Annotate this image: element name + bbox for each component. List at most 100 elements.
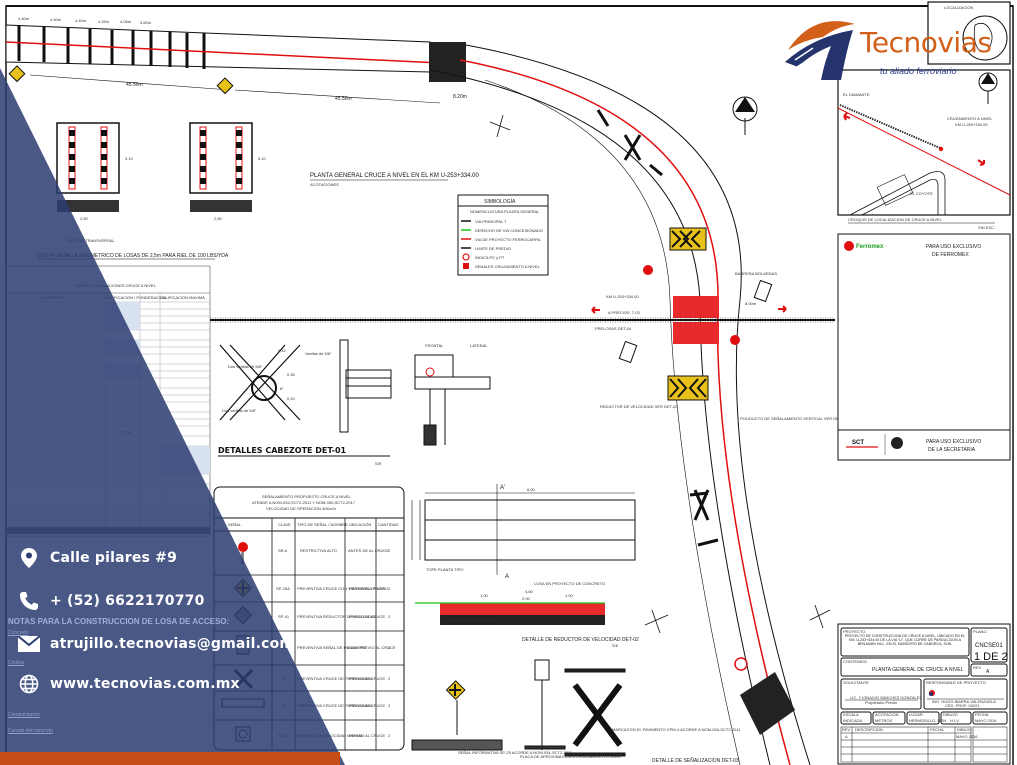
svg-text:3,10: 3,10 bbox=[125, 156, 134, 161]
notes-section: Compactación bbox=[8, 712, 40, 718]
svg-text:PRELOSAS DET-04: PRELOSAS DET-04 bbox=[595, 326, 632, 331]
slab-detail-title: DET-04 DETALLE GEOMETRICO DE LOSAS DE 2,… bbox=[38, 253, 229, 259]
legend-item: SENALES CRUZAMIENTO A NIVEL bbox=[463, 263, 541, 269]
svg-text:RESTRICTIVA ALTO: RESTRICTIVA ALTO bbox=[300, 548, 337, 553]
tecnovias-logo-icon bbox=[785, 21, 855, 80]
svg-text:2,50: 2,50 bbox=[214, 216, 223, 221]
svg-text:A 10m PREVIO AL CRUCE: A 10m PREVIO AL CRUCE bbox=[347, 645, 396, 650]
svg-text:SP: SP bbox=[281, 703, 287, 708]
svg-text:VIA PRINCIPAL T: VIA PRINCIPAL T bbox=[475, 219, 507, 224]
notes-title: NOTAS PARA LA CONSTRUCCION DE LOSA DE AC… bbox=[8, 617, 230, 626]
brand-name: Tecnovias bbox=[860, 26, 992, 59]
svg-text:A: A bbox=[845, 734, 848, 739]
speed-limit-sign-icon bbox=[235, 726, 251, 742]
svg-text:PREVIO AL CRUCE: PREVIO AL CRUCE bbox=[349, 703, 385, 708]
svg-text:4,60: 4,60 bbox=[525, 589, 534, 594]
svg-text:Dos varillas de 5/8": Dos varillas de 5/8" bbox=[228, 364, 263, 369]
signal-detail-title: DETALLE DE SEÑALIZACION DET-03 bbox=[652, 757, 739, 764]
svg-text:FECHA: FECHA bbox=[930, 727, 944, 732]
road-curve bbox=[429, 44, 811, 765]
footer-accent-bar bbox=[0, 752, 340, 765]
title-block: PROYECTO PROYECTO DE CONSTRUCCION DE CRU… bbox=[837, 623, 1011, 765]
svg-text:ACOTACIONES: ACOTACIONES bbox=[310, 182, 339, 187]
svg-text:VIA DE PROYECTO FERROCARRIL: VIA DE PROYECTO FERROCARRIL bbox=[475, 237, 542, 242]
svg-text:LATERAL: LATERAL bbox=[470, 343, 488, 348]
svg-text:CALIFICACION / PONDERACION: CALIFICACION / PONDERACION bbox=[105, 295, 166, 300]
svg-text:PLANO: PLANO bbox=[973, 629, 987, 634]
location-sketch-title: CROQUIS DE LOCALIZACION DE CRUCE A NIVEL bbox=[848, 217, 943, 222]
svg-text:REV: REV bbox=[973, 665, 982, 670]
svg-text:PREVIO AL CRUCE: PREVIO AL CRUCE bbox=[349, 586, 385, 591]
svg-text:PREVIO AL CRUCE: PREVIO AL CRUCE bbox=[349, 676, 385, 681]
svg-text:KM U-253+334.00: KM U-253+334.00 bbox=[606, 294, 639, 299]
svg-text:ESCALA: ESCALA bbox=[843, 712, 859, 717]
svg-text:DESCRIPCION: DESCRIPCION bbox=[855, 727, 883, 732]
main-railway: KM U-253+334.00 A PRECIOS. T-03 PRELOSAS… bbox=[210, 271, 848, 421]
svg-text:SEÑALAMIENTO PROPUESTO CRUCE A: SEÑALAMIENTO PROPUESTO CRUCE A NIVEL bbox=[262, 494, 352, 499]
crossing-warning-sign bbox=[216, 77, 234, 95]
svg-text:POLIDUCTO DE SEÑALAMIENTO VERT: POLIDUCTO DE SEÑALAMIENTO VERTICAL VER D… bbox=[740, 416, 848, 421]
svg-text:REDUCTOR DE VELOCIDAD VER DET-: REDUCTOR DE VELOCIDAD VER DET-02 bbox=[600, 404, 678, 409]
svg-text:Dos varillas de 5/8": Dos varillas de 5/8" bbox=[222, 408, 257, 413]
svg-text:ANTES DE AL CRUCE: ANTES DE AL CRUCE bbox=[348, 548, 389, 553]
legend-item: LIMITE DE PREDIO bbox=[461, 246, 511, 251]
legend-item: VIA DE PROYECTO FERROCARRIL bbox=[461, 237, 542, 242]
svg-text:2,00: 2,00 bbox=[522, 596, 531, 601]
notes-section: Concreto bbox=[8, 630, 29, 636]
svg-text:4.25m: 4.25m bbox=[98, 19, 110, 24]
road-top: 45.50m 45.50m 8.20m 4.40m 4.40m 4.40m 4.… bbox=[5, 16, 467, 104]
contact-website[interactable]: www.tecnovias.com.mx bbox=[18, 673, 240, 695]
notes-section: Cimbra bbox=[8, 660, 25, 666]
svg-text:2: 2 bbox=[388, 614, 391, 619]
envelope-icon bbox=[18, 633, 40, 655]
svg-text:8": 8" bbox=[280, 386, 284, 391]
contact-phone[interactable]: + (52) 6622170770 bbox=[18, 590, 205, 612]
brand-tagline: tu aliado ferroviario bbox=[880, 66, 957, 76]
location-sketch: LOCALIZACION EL DIAMANTE EL COYOTE CRUZA… bbox=[837, 1, 1011, 230]
svg-text:SP-25A: SP-25A bbox=[276, 586, 290, 591]
tope-plan-title: TOPE PLANTA TIPO bbox=[426, 567, 463, 572]
contact-email[interactable]: atrujillo.tecnovias@gmail.com bbox=[18, 633, 294, 655]
svg-text:3,10: 3,10 bbox=[258, 156, 267, 161]
svg-text:2: 2 bbox=[388, 733, 391, 738]
north-arrow-icon bbox=[732, 96, 758, 135]
svg-text:BARRERA BOLARDAS: BARRERA BOLARDAS bbox=[735, 271, 777, 276]
legend-item: DERECHO DE VIA CONCESIONADO bbox=[461, 228, 543, 233]
svg-text:LOCALIZACION: LOCALIZACION bbox=[944, 5, 973, 10]
svg-text:PREVIO AL CRUCE: PREVIO AL CRUCE bbox=[349, 733, 385, 738]
svg-text:1,00: 1,00 bbox=[480, 593, 489, 598]
svg-text:MAYO 2016: MAYO 2016 bbox=[975, 718, 997, 723]
svg-text:FECHA: FECHA bbox=[975, 712, 989, 717]
svg-text:LIC. Y IGNACIO SANCHEZ GONZALE: LIC. Y IGNACIO SANCHEZ GONZALEZ bbox=[850, 695, 922, 700]
svg-text:ACOTACION: ACOTACION bbox=[875, 712, 899, 717]
svg-text:SR-6: SR-6 bbox=[278, 548, 288, 553]
table-row: N/A PREVENTIVA SEÑAL DE PESADERO A 10m P… bbox=[279, 645, 396, 650]
dim-long-2: 45.50m bbox=[335, 96, 352, 102]
svg-text:CLAVE: CLAVE bbox=[278, 522, 291, 527]
svg-text:4.05m: 4.05m bbox=[120, 19, 132, 24]
svg-text:LOSA EN PROYECTO DE CONCRETO: LOSA EN PROYECTO DE CONCRETO bbox=[534, 581, 605, 586]
svg-text:LUGAR: LUGAR bbox=[909, 712, 923, 717]
svg-text:UBICACIÓN: UBICACIÓN bbox=[349, 522, 371, 527]
svg-text:INDICA PC y PT: INDICA PC y PT bbox=[475, 255, 505, 260]
svg-text:0,20: 0,20 bbox=[287, 396, 296, 401]
svg-text:S/E: S/E bbox=[375, 461, 382, 466]
svg-text:EL COYOTE: EL COYOTE bbox=[910, 191, 933, 196]
svg-text:SOLICITANTE: SOLICITANTE bbox=[843, 680, 869, 685]
svg-text:A: A bbox=[505, 574, 509, 580]
svg-text:MAYO 2016: MAYO 2016 bbox=[956, 734, 978, 739]
svg-text:SECCION TRANSVERSAL: SECCION TRANSVERSAL bbox=[66, 238, 115, 243]
svg-text:LIMITE DE PREDIO: LIMITE DE PREDIO bbox=[475, 246, 511, 251]
svg-text:SP-41: SP-41 bbox=[278, 614, 290, 619]
inspection-table: INSPECCION FUNCIONES CRUCE A NIVEL CONCE… bbox=[5, 265, 211, 537]
svg-text:2: 2 bbox=[388, 548, 391, 553]
svg-text:CALIFICACION MAXIMA: CALIFICACION MAXIMA bbox=[160, 295, 205, 300]
ferromex-logo: Ferromex bbox=[856, 244, 884, 250]
signal-detail bbox=[411, 659, 626, 757]
svg-text:PARA USO EXCLUSIVO: PARA USO EXCLUSIVO bbox=[926, 244, 981, 250]
svg-text:0,35: 0,35 bbox=[287, 372, 296, 377]
svg-text:FRONTAL: FRONTAL bbox=[425, 343, 444, 348]
svg-text:A PRECIOS. T-03: A PRECIOS. T-03 bbox=[608, 310, 640, 315]
svg-text:DE FERROMEX: DE FERROMEX bbox=[932, 252, 969, 258]
svg-text:DERECHO DE VIA CONCESIONADO: DERECHO DE VIA CONCESIONADO bbox=[475, 228, 543, 233]
